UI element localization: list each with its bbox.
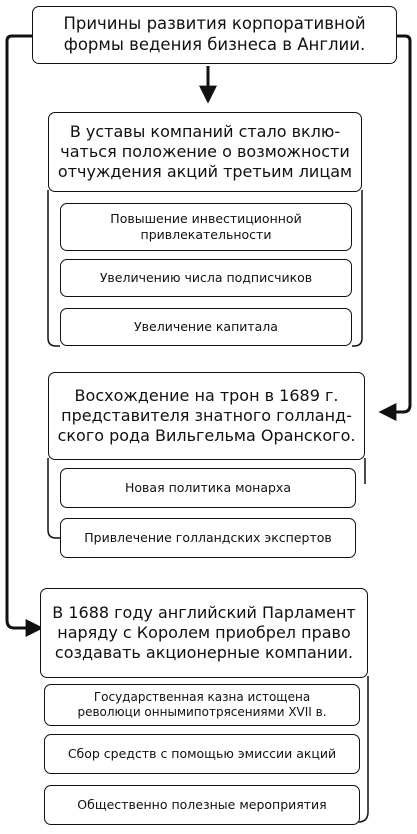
title-line-2: формы ведения бизнеса в Англии.	[63, 35, 366, 54]
arrow-title-to-group3	[5, 34, 44, 637]
group1-sub-box-2: Увеличению числа подписчиков	[60, 259, 352, 297]
group1-sub1-line-2: привлекательности	[140, 227, 272, 242]
group2-left-bracket	[47, 458, 60, 539]
group1-main-line-3: отчуждения акций третьим лицам	[57, 162, 353, 181]
group3-right-bracket	[357, 676, 369, 823]
group3-sub-box-2: Сбор средств с помощью эмиссии акций	[44, 734, 360, 774]
group3-sub-box-3: Общественно полезные мероприятия	[44, 785, 360, 825]
group3-main-line-1: В 1688 году английский Парламент	[52, 603, 356, 622]
title-line-1: Причины развития корпоративной	[63, 14, 366, 34]
group2-main-line-1: Восхождение на трон в 1689 г.	[74, 386, 339, 405]
group2-main-line-2: представителя знатного голланд-	[61, 406, 352, 425]
title-box: Причины развития корпоративной формы вед…	[32, 6, 397, 64]
group1-main-box: В уставы компаний стало вклю- чаться пол…	[48, 112, 362, 192]
group1-right-bracket	[352, 190, 363, 347]
group3-sub2-line-1: Сбор средств с помощью эмиссии акций	[67, 746, 337, 762]
group2-main-line-3: ского рода Вильгельма Оранского.	[57, 426, 356, 445]
group2-sub2-line-1: Привлечение голландских экспертов	[84, 530, 332, 546]
group1-sub-box-1: Повышение инвестиционной привлекательнос…	[60, 203, 352, 251]
group1-main-line-2: чаться положение о возможности	[60, 142, 350, 161]
group1-sub-box-3: Увеличение капитала	[60, 308, 352, 346]
arrow-title-to-group2	[378, 34, 412, 421]
group1-main-line-1: В уставы компаний стало вклю-	[69, 122, 341, 141]
group2-sub-box-2: Привлечение голландских экспертов	[60, 518, 356, 558]
group1-sub3-line-1: Увеличение капитала	[134, 319, 278, 335]
group3-main-line-3: создавать акционерные компании.	[54, 643, 354, 662]
group3-main-line-2: наряду с Королем приобрел право	[57, 623, 351, 642]
group1-left-bracket	[47, 190, 60, 347]
group2-sub-box-1: Новая политика монарха	[60, 468, 356, 508]
group2-main-box: Восхождение на трон в 1689 г. представит…	[48, 372, 365, 460]
group3-sub-box-1: Государственная казна истощена революци …	[44, 684, 360, 726]
group3-sub3-line-1: Общественно полезные мероприятия	[77, 797, 327, 813]
group3-sub1-line-2: революци оннымипотрясениями XVII в.	[77, 705, 327, 719]
group1-sub1-line-1: Повышение инвестиционной	[110, 211, 302, 227]
group3-sub1-line-1: Государственная казна истощена	[93, 690, 311, 704]
group3-main-box: В 1688 году английский Парламент наряду …	[40, 588, 368, 678]
group1-sub2-line-1: Увеличению числа подписчиков	[99, 270, 313, 286]
group2-sub1-line-1: Новая политика монарха	[125, 480, 291, 496]
